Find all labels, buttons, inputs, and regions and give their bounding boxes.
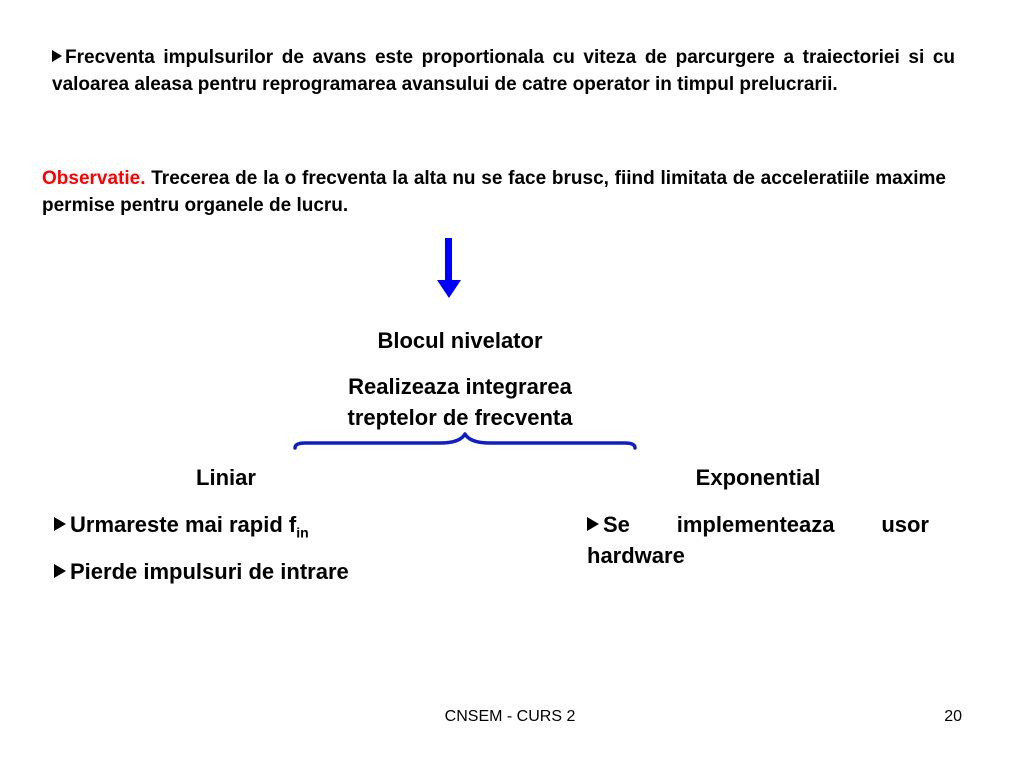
arrowhead-bullet-icon xyxy=(54,517,66,532)
curly-brace-icon xyxy=(293,432,637,450)
paragraph-frecventa: Frecventa impulsurilor de avans este pro… xyxy=(52,44,955,98)
liniar-item-1-subscript: in xyxy=(296,524,309,541)
arrowhead-bullet-icon xyxy=(587,517,599,532)
block-title: Blocul nivelator xyxy=(377,328,543,353)
liniar-item-1-text: Urmareste mai rapid f xyxy=(70,512,297,537)
exponential-item-1: Se implementeaza usor hardware xyxy=(587,509,929,571)
footer-title: CNSEM - CURS 2 xyxy=(444,708,576,725)
exponential-heading: Exponential xyxy=(695,465,821,490)
slide-number: 20 xyxy=(944,708,962,725)
exponential-item-1-text: Se implementeaza usor hardware xyxy=(587,512,929,568)
liniar-item-2: Pierde impulsuri de intrare xyxy=(54,556,397,587)
liniar-item-1: Urmareste mai rapid fin xyxy=(54,509,399,548)
paragraph-observatie: Observatie. Trecerea de la o frecventa l… xyxy=(42,165,946,219)
down-arrow-icon xyxy=(437,238,461,298)
arrowhead-bullet-icon xyxy=(52,49,62,62)
arrowhead-bullet-icon xyxy=(54,564,66,579)
observatie-label: Observatie. xyxy=(42,168,146,189)
block-line1: Realizeaza integrarea xyxy=(348,374,572,399)
paragraph-frecventa-text: Frecventa impulsurilor de avans este pro… xyxy=(52,47,955,95)
block-line2: treptelor de frecventa xyxy=(347,405,573,430)
liniar-item-2-text: Pierde impulsuri de intrare xyxy=(70,559,349,584)
liniar-heading: Liniar xyxy=(196,465,256,490)
observatie-text: Trecerea de la o frecventa la alta nu se… xyxy=(42,168,946,216)
